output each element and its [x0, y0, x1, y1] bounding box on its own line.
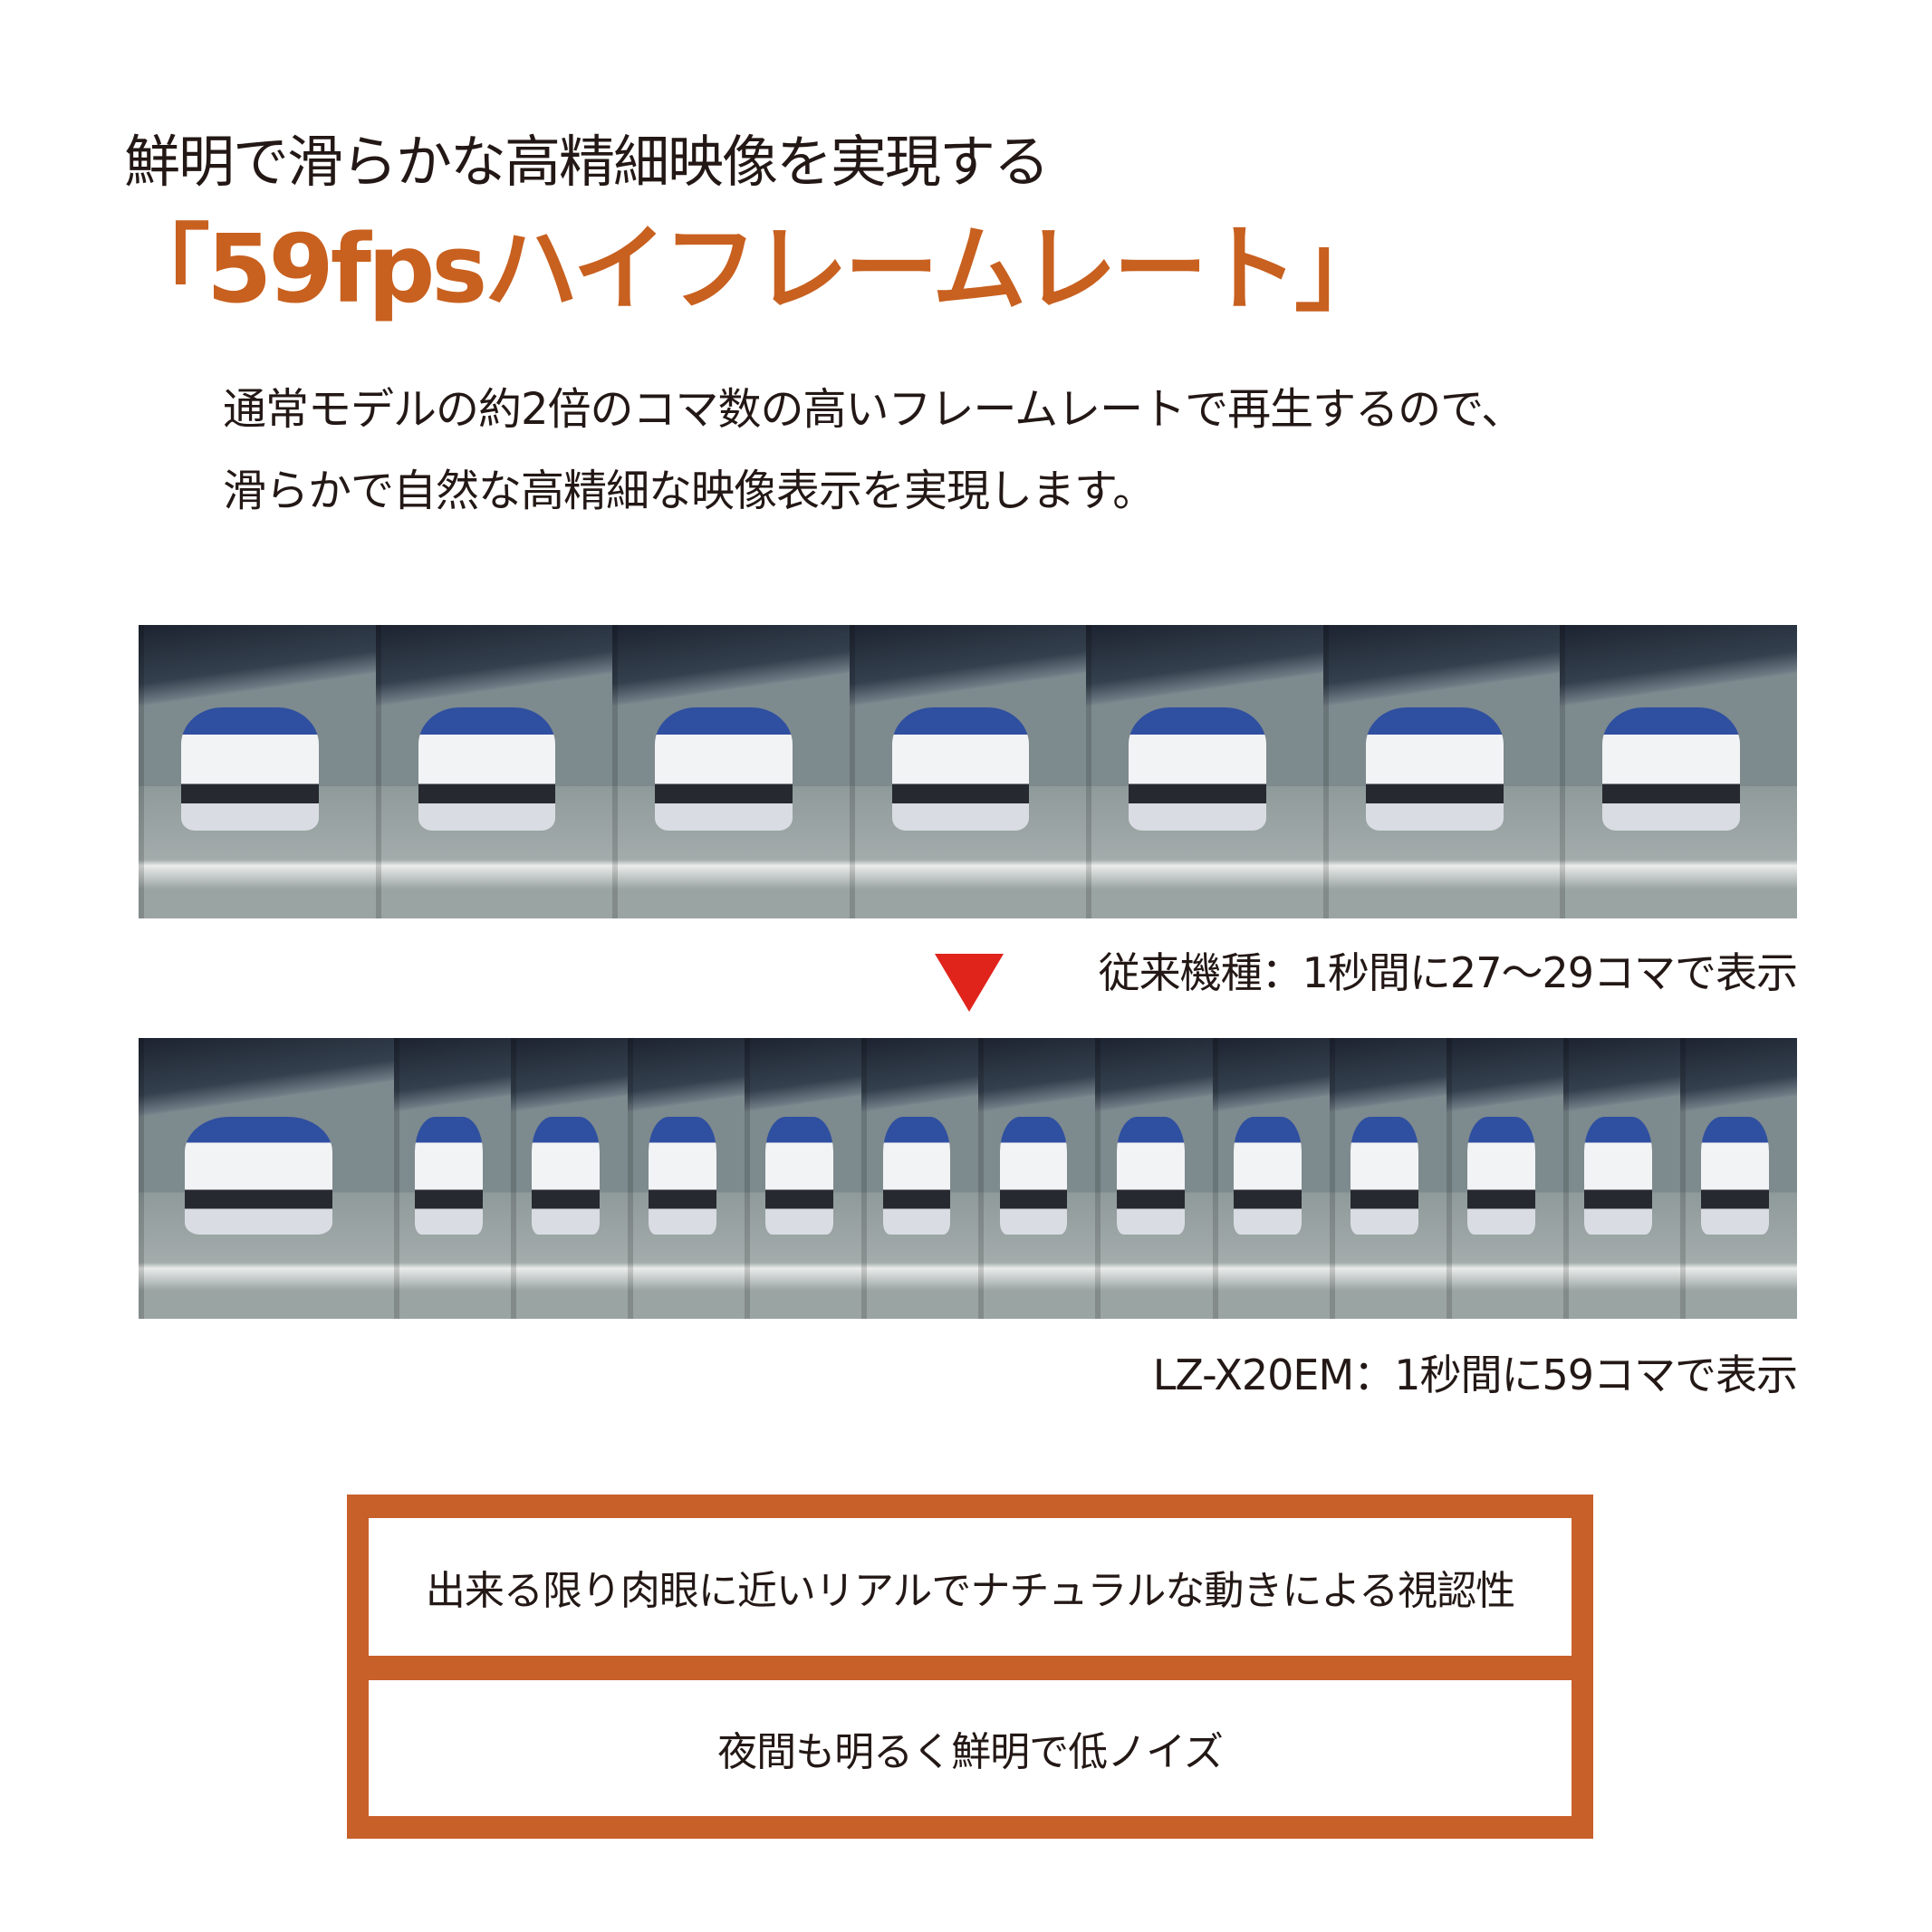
video-frame	[1560, 625, 1797, 918]
feature-item: 出来る限り肉眼に近いリアルでナチュラルな動きによる視認性	[369, 1518, 1572, 1656]
description-line-1: 通常モデルの約2倍のコマ数の高いフレームレートで再生するので、	[223, 384, 1524, 435]
video-frame	[511, 1038, 629, 1319]
video-frame	[1329, 1038, 1447, 1319]
conventional-caption: 従来機種：1秒間に27〜29コマで表示	[1098, 948, 1798, 997]
video-frame	[978, 1038, 1096, 1319]
video-frame	[745, 1038, 862, 1319]
video-frame	[1212, 1038, 1330, 1319]
title: 「59fpsハイフレームレート」	[116, 214, 1389, 324]
new-model-frame-strip	[139, 1038, 1797, 1319]
feature-item: 夜間も明るく鮮明で低ノイズ	[369, 1680, 1572, 1816]
video-frame	[139, 625, 376, 918]
video-frame	[612, 625, 850, 918]
video-frame	[139, 1038, 394, 1319]
new-model-caption: LZ-X20EM：1秒間に59コマで表示	[1152, 1350, 1798, 1399]
video-frame	[1095, 1038, 1213, 1319]
video-frame	[394, 1038, 512, 1319]
video-frame	[375, 625, 613, 918]
video-frame	[1446, 1038, 1563, 1319]
video-frame	[1562, 1038, 1680, 1319]
video-frame	[1679, 1038, 1797, 1319]
description-line-2: 滑らかで自然な高精細な映像表示を実現します。	[223, 466, 1156, 516]
video-frame	[861, 1038, 979, 1319]
video-frame	[1322, 625, 1561, 918]
video-frame	[849, 625, 1087, 918]
subtitle: 鮮明で滑らかな高精細映像を実現する	[124, 129, 1050, 195]
down-triangle-icon	[935, 954, 1004, 1012]
video-frame	[1086, 625, 1323, 918]
features-box: 出来る限り肉眼に近いリアルでナチュラルな動きによる視認性 夜間も明るく鮮明で低ノ…	[347, 1495, 1593, 1839]
video-frame	[628, 1038, 745, 1319]
conventional-frame-strip	[139, 625, 1797, 918]
